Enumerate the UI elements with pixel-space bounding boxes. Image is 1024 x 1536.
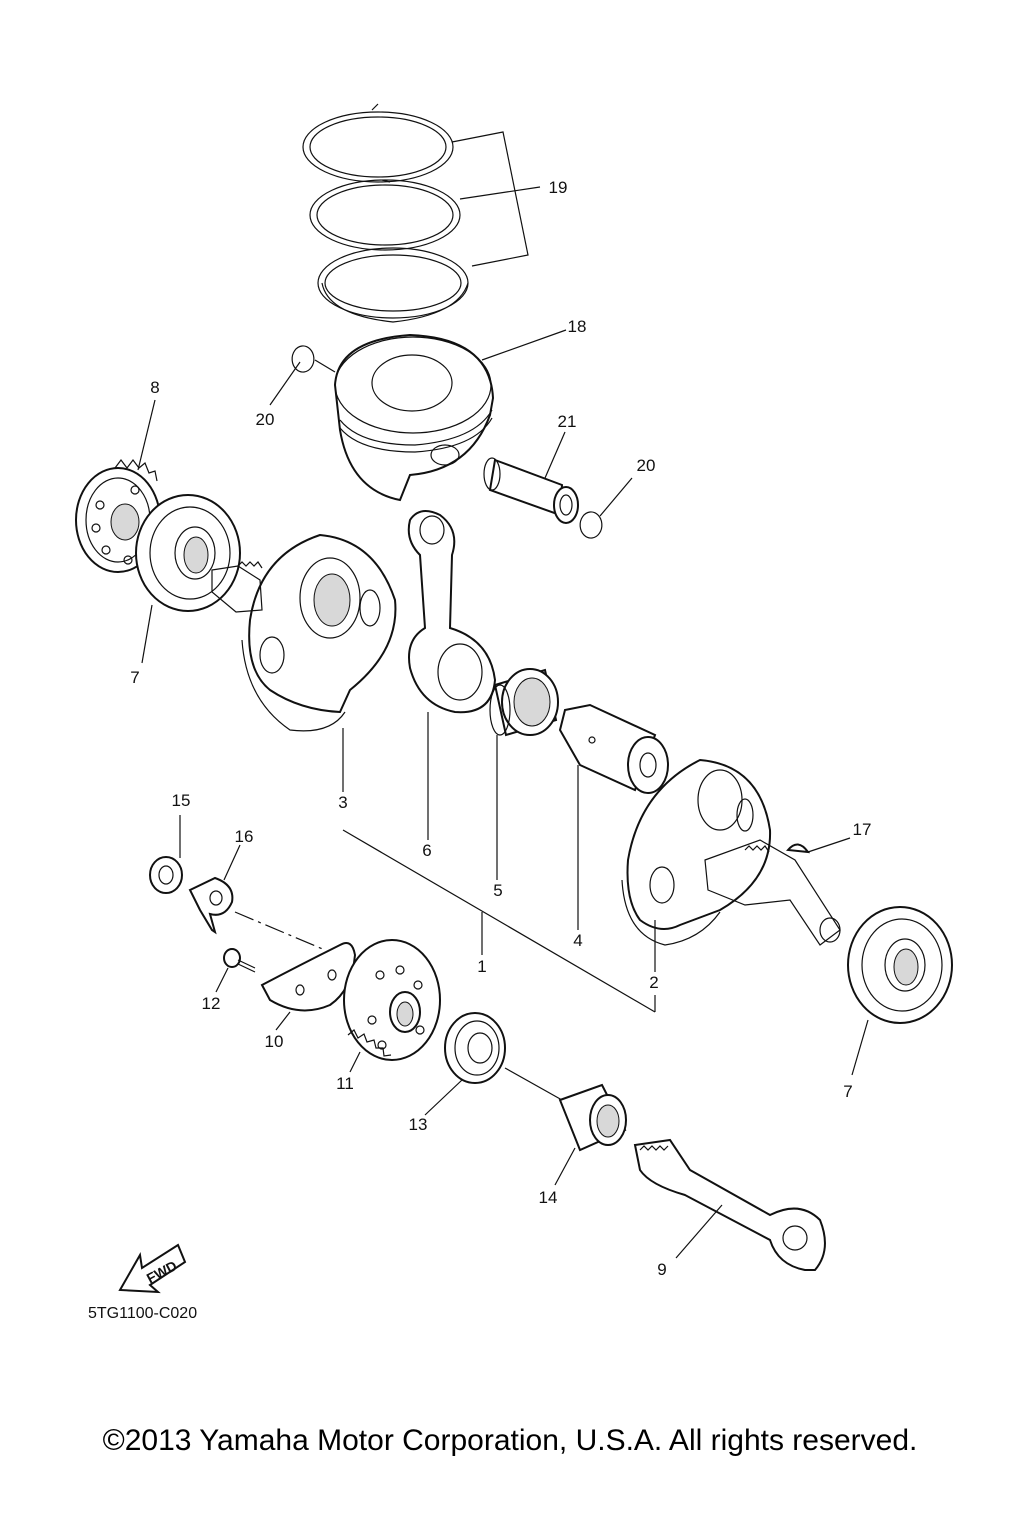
part-label-2: 2 — [649, 973, 658, 992]
balancer-shaft-illustration — [633, 1138, 826, 1271]
part-label-21: 21 — [558, 412, 577, 431]
leader-18 — [481, 329, 567, 361]
fwd-arrow-icon — [118, 1243, 187, 1294]
leader-9 — [675, 1204, 723, 1259]
part-label-14: 14 — [539, 1188, 558, 1207]
part-label-20a: 20 — [256, 410, 275, 429]
part-label-9: 9 — [657, 1260, 666, 1279]
leader-19 — [451, 131, 529, 267]
leader-19b — [459, 186, 541, 200]
diagram-code: 5TG1100-C020 — [88, 1305, 197, 1322]
left-crank-web-illustration — [211, 533, 397, 732]
balancer-bearing-illustration — [444, 1012, 506, 1084]
part-label-6: 6 — [422, 841, 431, 860]
part-label-3: 3 — [338, 793, 347, 812]
part-label-18: 18 — [568, 317, 587, 336]
nut-illustration — [149, 856, 183, 894]
leader-12 — [215, 967, 229, 993]
part-label-7b: 7 — [843, 1082, 852, 1101]
shaft-axis-line — [504, 1067, 563, 1101]
leader-7a — [141, 604, 153, 664]
lock-washer-illustration — [188, 876, 234, 935]
connecting-rod-illustration — [407, 510, 497, 714]
leader-14 — [554, 1147, 576, 1186]
crank-pin-illustration — [558, 703, 669, 794]
right-crankshaft-illustration — [621, 758, 841, 946]
piston-rings-illustration — [302, 103, 469, 323]
left-bearing-illustration — [135, 494, 241, 612]
leader-20b — [599, 477, 633, 517]
leader-11 — [349, 1051, 361, 1073]
balancer-gear-illustration — [343, 939, 441, 1061]
part-label-11: 11 — [336, 1074, 354, 1093]
leader-21 — [544, 431, 566, 479]
part-label-20b: 20 — [637, 456, 656, 475]
leader-17 — [807, 837, 851, 853]
needle-bearing-illustration — [489, 668, 559, 737]
part-label-16: 16 — [235, 827, 254, 846]
part-label-15: 15 — [172, 791, 191, 810]
leader-16 — [223, 844, 241, 881]
leader-10 — [275, 1011, 291, 1031]
piston-pin-illustration — [483, 457, 579, 524]
part-label-19: 19 — [549, 178, 568, 197]
leader-7b — [851, 1019, 869, 1076]
part-label-1: 1 — [477, 957, 486, 976]
balancer-weight-illustration — [260, 942, 357, 1012]
bolt-illustration — [223, 948, 256, 973]
leader-20a — [269, 361, 301, 406]
part-label-7a: 7 — [130, 668, 139, 687]
washer-axis-line — [234, 911, 326, 951]
part-label-13: 13 — [409, 1115, 428, 1134]
right-bearing-illustration — [847, 906, 953, 1024]
part-label-5: 5 — [493, 881, 502, 900]
part-label-12: 12 — [202, 994, 221, 1013]
part-label-17: 17 — [853, 820, 872, 839]
pin-axis-line — [314, 359, 336, 373]
circlip-left-illustration — [291, 345, 315, 373]
part-label-10: 10 — [265, 1032, 284, 1051]
part-label-4: 4 — [573, 931, 582, 950]
copyright-notice: ©2013 Yamaha Motor Corporation, U.S.A. A… — [103, 1424, 918, 1457]
circlip-right-illustration — [579, 511, 603, 539]
needle-bearing-small-illustration — [558, 1083, 627, 1152]
part-label-8: 8 — [150, 378, 159, 397]
assembly-bracket-line — [342, 829, 656, 1013]
piston-illustration — [333, 333, 495, 502]
woodruff-key-illustration — [786, 843, 811, 854]
leader-8 — [137, 399, 156, 471]
leader-13 — [424, 1079, 463, 1116]
